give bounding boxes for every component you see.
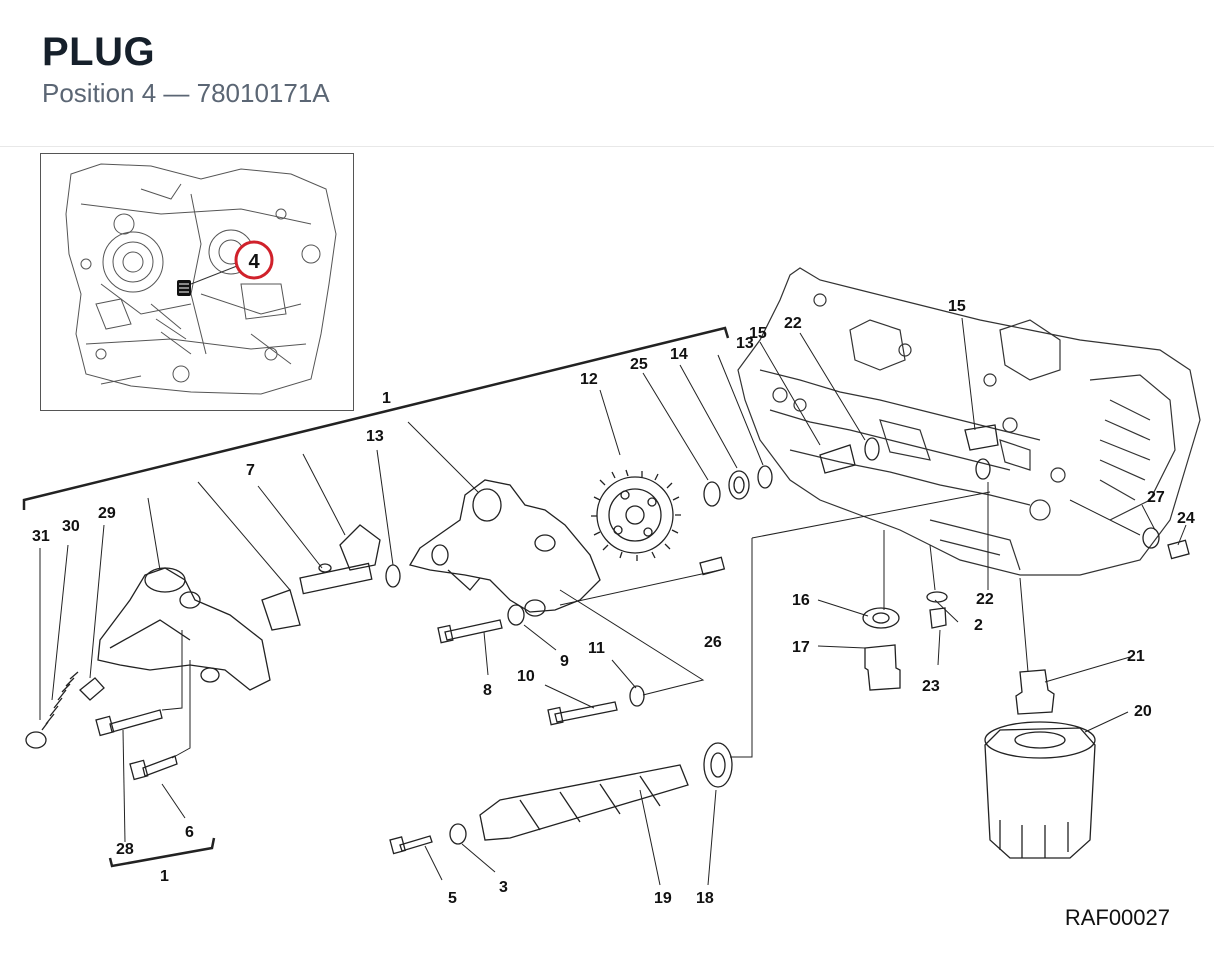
page-subtitle: Position 4 — 78010171A bbox=[42, 78, 330, 108]
oil-strainer bbox=[449, 742, 733, 845]
callout-22-bottom: 22 bbox=[976, 591, 994, 608]
crankcase bbox=[737, 267, 1201, 576]
callout-27: 27 bbox=[1147, 489, 1165, 506]
bolts bbox=[95, 619, 618, 855]
callout-2: 2 bbox=[974, 617, 983, 634]
group-bracket-top bbox=[22, 326, 730, 510]
exploded-parts-diagram: 1 1 2 3 5 6 7 8 9 10 11 12 13 13 14 15 1… bbox=[22, 267, 1201, 907]
callout-13-left: 13 bbox=[366, 428, 384, 445]
dowels bbox=[819, 424, 999, 480]
callout-9: 9 bbox=[560, 653, 569, 670]
drive-gear bbox=[591, 469, 681, 561]
callout-31: 31 bbox=[32, 528, 50, 545]
highlight-circle bbox=[234, 240, 274, 280]
oil-filter bbox=[984, 669, 1096, 859]
header: PLUG Position 4 — 78010171A bbox=[0, 0, 1214, 147]
callout-15-left: 15 bbox=[749, 325, 767, 342]
callout-29: 29 bbox=[98, 505, 116, 522]
location-thumbnail: 4 bbox=[40, 153, 354, 411]
callout-16: 16 bbox=[792, 592, 810, 609]
callout-13-right: 13 bbox=[736, 335, 754, 352]
callout-3: 3 bbox=[499, 879, 508, 896]
callout-14: 14 bbox=[670, 346, 688, 363]
callout-1-top: 1 bbox=[382, 390, 391, 407]
callout-7: 7 bbox=[246, 462, 255, 479]
spring-and-plunger bbox=[25, 671, 105, 749]
callout-28: 28 bbox=[116, 841, 134, 858]
callout-21: 21 bbox=[1127, 648, 1145, 665]
callout-6: 6 bbox=[185, 824, 194, 841]
callout-10: 10 bbox=[517, 668, 535, 685]
callout-1-bottom: 1 bbox=[160, 868, 169, 885]
highlight-label: 4 bbox=[248, 251, 260, 273]
reference-code: RAF00027 bbox=[1064, 905, 1170, 930]
callout-17: 17 bbox=[792, 639, 810, 656]
callout-18: 18 bbox=[696, 890, 714, 907]
callout-8: 8 bbox=[483, 682, 492, 699]
callout-19: 19 bbox=[654, 890, 672, 907]
callout-12: 12 bbox=[580, 371, 598, 388]
callout-24: 24 bbox=[1177, 510, 1195, 527]
rings-set-center bbox=[385, 465, 773, 588]
callout-15-right: 15 bbox=[948, 298, 966, 315]
page-title: PLUG bbox=[42, 30, 156, 74]
oil-pump-cover bbox=[97, 567, 271, 691]
callout-23: 23 bbox=[922, 678, 940, 695]
pump-gear-shaft bbox=[261, 524, 381, 631]
callout-30: 30 bbox=[62, 518, 80, 535]
small-parts bbox=[507, 527, 1190, 707]
callout-11: 11 bbox=[588, 640, 605, 657]
callout-26: 26 bbox=[704, 634, 722, 651]
callout-22-top: 22 bbox=[784, 315, 802, 332]
leader-lines bbox=[39, 317, 1187, 886]
oil-pump-body bbox=[408, 479, 601, 617]
callout-5: 5 bbox=[448, 890, 457, 907]
crankcase-thumbnail-drawing: 4 bbox=[65, 163, 337, 395]
group-bracket-bottom bbox=[108, 837, 216, 868]
callout-20: 20 bbox=[1134, 703, 1152, 720]
callout-25: 25 bbox=[630, 356, 648, 373]
